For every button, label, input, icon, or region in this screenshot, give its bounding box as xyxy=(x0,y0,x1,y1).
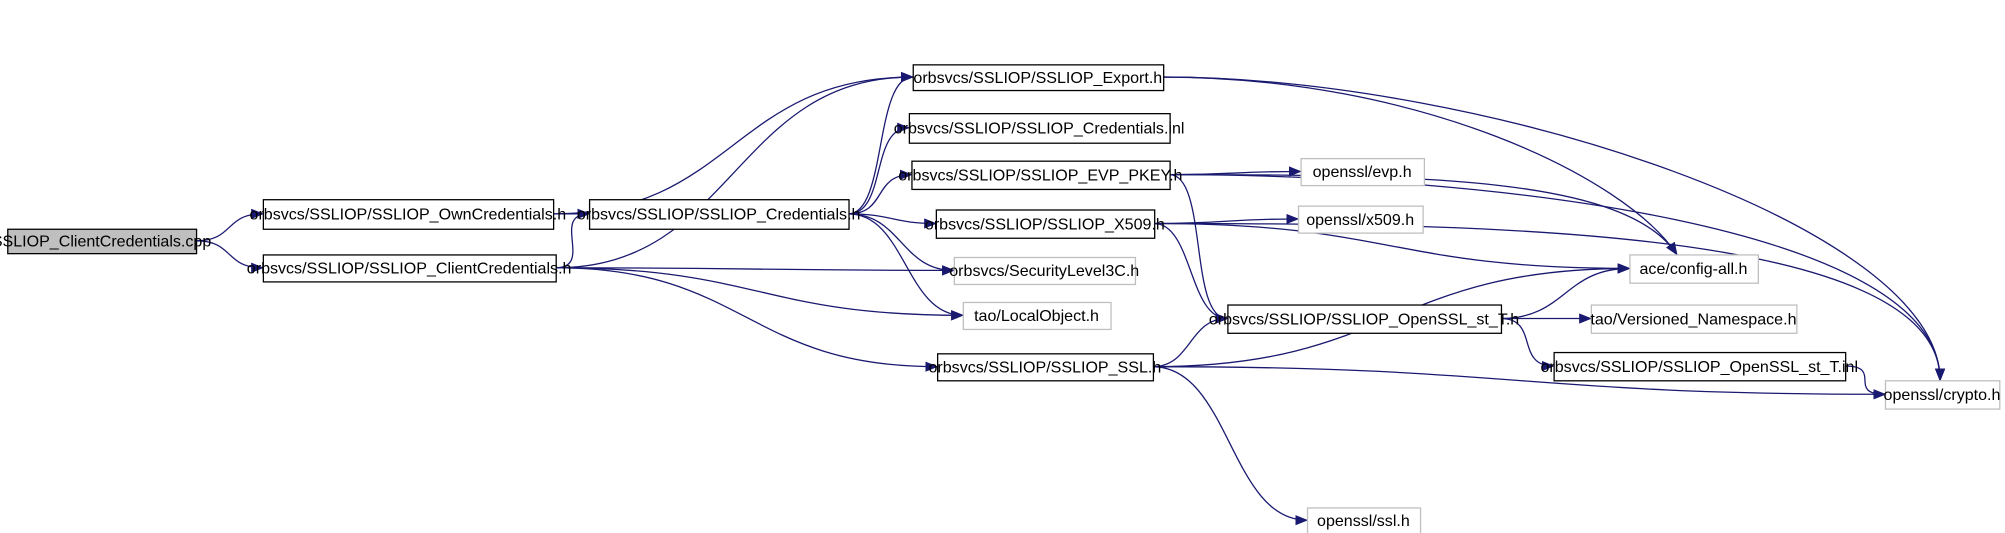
node-label: orbsvcs/SSLIOP/SSLIOP_X509.h xyxy=(925,215,1165,233)
node-box xyxy=(935,209,1156,239)
node-label: orbsvcs/SSLIOP/SSLIOP_Export.h xyxy=(913,69,1162,87)
edge-own-to-export xyxy=(552,71,914,215)
node-label: openssl/ssl.h xyxy=(1317,512,1410,530)
node-versioned: tao/Versioned_Namespace.h xyxy=(1590,304,1798,334)
node-label: orbsvcs/SSLIOP/SSLIOP_EVP_PKEY.h xyxy=(898,166,1182,184)
edge-ssl-to-stt xyxy=(1152,313,1229,368)
edge-cred-to-x509 xyxy=(848,213,937,229)
node-client[interactable]: orbsvcs/SSLIOP/SSLIOP_ClientCredentials.… xyxy=(247,254,572,283)
edge-export-to-crypto xyxy=(1163,76,1946,382)
node-x509h: openssl/x509.h xyxy=(1297,205,1424,234)
node-box xyxy=(953,256,1137,286)
node-label: orbsvcs/SSLIOP/SSLIOP_SSL.h xyxy=(928,358,1161,376)
node-label: orbsvcs/SSLIOP/SSLIOP_OpenSSL_st_T.inl xyxy=(1540,358,1858,376)
node-box xyxy=(1629,254,1759,284)
node-box xyxy=(1553,351,1847,382)
node-root[interactable]: SSLIOP_ClientCredentials.cpp xyxy=(0,228,211,255)
edge-x509-to-stt xyxy=(1154,222,1229,324)
node-sslh: openssl/ssl.h xyxy=(1306,507,1422,533)
edge-export-to-config xyxy=(1163,76,1678,256)
edge-cred-to-credinl xyxy=(848,122,911,215)
edge-evp-to-stt xyxy=(1169,174,1229,324)
node-evph: openssl/evp.h xyxy=(1300,157,1426,187)
node-box xyxy=(936,353,1155,382)
node-box xyxy=(1300,157,1426,187)
node-config: ace/config-all.h xyxy=(1629,254,1759,284)
node-cred[interactable]: orbsvcs/SSLIOP/SSLIOP_Credentials.h xyxy=(577,199,861,230)
node-label: orbsvcs/SecurityLevel3C.h xyxy=(949,262,1139,280)
node-label: openssl/crypto.h xyxy=(1884,386,2001,404)
node-box xyxy=(588,199,850,230)
node-label: openssl/evp.h xyxy=(1313,163,1412,181)
node-box xyxy=(1884,380,2001,410)
edge-client-to-ssl xyxy=(555,267,939,372)
node-label: orbsvcs/SSLIOP/SSLIOP_Credentials.inl xyxy=(894,120,1185,138)
edge-client-to-cred xyxy=(555,208,591,269)
edge-root-to-own xyxy=(195,208,265,242)
node-box xyxy=(962,301,1112,331)
edge-cred-to-export xyxy=(848,71,914,215)
node-box xyxy=(1297,205,1424,234)
edge-cred-to-localobj xyxy=(848,213,964,321)
node-ssl[interactable]: orbsvcs/SSLIOP/SSLIOP_SSL.h xyxy=(928,353,1161,382)
node-secl3: orbsvcs/SecurityLevel3C.h xyxy=(949,256,1139,286)
edge-x509-to-x509h xyxy=(1154,213,1300,225)
edge-x509-to-config xyxy=(1154,222,1631,274)
node-label: orbsvcs/SSLIOP/SSLIOP_OpenSSL_st_T.h xyxy=(1209,310,1519,328)
node-box xyxy=(262,199,555,230)
node-sttinl[interactable]: orbsvcs/SSLIOP/SSLIOP_OpenSSL_st_T.inl xyxy=(1540,351,1858,382)
node-label: ace/config-all.h xyxy=(1640,260,1748,278)
node-box xyxy=(912,64,1165,92)
node-label: tao/LocalObject.h xyxy=(974,307,1099,325)
node-box xyxy=(7,228,198,255)
edge-stt-to-sttinl xyxy=(1500,317,1555,372)
node-export[interactable]: orbsvcs/SSLIOP/SSLIOP_Export.h xyxy=(912,64,1165,92)
edge-root-to-client xyxy=(195,240,265,273)
node-stt[interactable]: orbsvcs/SSLIOP/SSLIOP_OpenSSL_st_T.h xyxy=(1209,304,1519,334)
edge-cred-to-evp xyxy=(848,169,913,215)
edge-evp-to-crypto xyxy=(1169,174,1946,382)
node-box xyxy=(1227,304,1503,334)
node-label: openssl/x509.h xyxy=(1306,211,1414,229)
node-box xyxy=(908,113,1171,144)
node-localobj: tao/LocalObject.h xyxy=(962,301,1112,331)
edge-evp-to-config xyxy=(1169,174,1678,256)
node-label: orbsvcs/SSLIOP/SSLIOP_Credentials.h xyxy=(577,206,861,224)
node-label: tao/Versioned_Namespace.h xyxy=(1590,310,1796,328)
node-crypto: openssl/crypto.h xyxy=(1884,380,2001,410)
node-evp[interactable]: orbsvcs/SSLIOP/SSLIOP_EVP_PKEY.h xyxy=(898,160,1183,191)
edge-client-to-secl3 xyxy=(555,265,955,276)
node-box xyxy=(911,160,1171,191)
node-box xyxy=(1306,507,1422,533)
node-own[interactable]: orbsvcs/SSLIOP/SSLIOP_OwnCredentials.h xyxy=(250,199,567,230)
edge-cred-to-secl3 xyxy=(848,213,955,276)
node-label: SSLIOP_ClientCredentials.cpp xyxy=(0,233,211,251)
node-credinl[interactable]: orbsvcs/SSLIOP/SSLIOP_Credentials.inl xyxy=(894,113,1185,144)
edge-sttinl-to-crypto xyxy=(1845,365,1887,400)
edge-stt-to-config xyxy=(1500,263,1631,320)
node-label: orbsvcs/SSLIOP/SSLIOP_OwnCredentials.h xyxy=(250,206,567,224)
node-label: orbsvcs/SSLIOP/SSLIOP_ClientCredentials.… xyxy=(247,260,572,278)
node-box xyxy=(1590,304,1798,334)
node-box xyxy=(262,254,557,283)
node-x509[interactable]: orbsvcs/SSLIOP/SSLIOP_X509.h xyxy=(925,209,1165,239)
edge-ssl-to-sslh xyxy=(1152,366,1309,526)
edge-client-to-localobj xyxy=(555,267,964,321)
edge-client-to-export xyxy=(555,71,914,269)
edge-ssl-to-crypto xyxy=(1152,366,1887,400)
